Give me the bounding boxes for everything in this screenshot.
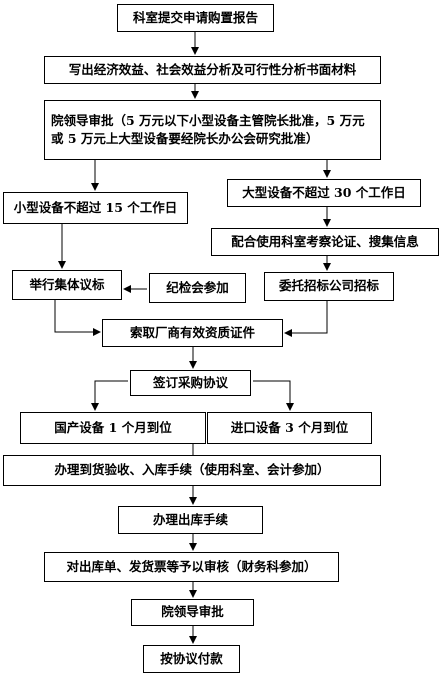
step-outbound-procedure: 办理出库手续 (118, 506, 263, 534)
arrow-s8-s9b (253, 380, 294, 411)
step-entrust-bidding-company: 委托招标公司招标 (264, 272, 394, 301)
step-invoice-audit: 对出库单、发货票等予以审核（财务科参加） (44, 552, 339, 582)
step-survey-collect-info: 配合使用科室考察论证、搜集信息 (211, 228, 439, 256)
step-small-equipment-days: 小型设备不超过 15 个工作日 (3, 192, 188, 224)
arrow-s6a-s7 (54, 300, 101, 336)
step-leader-approval: 院领导审批（5 万元以下小型设备主管院长批准，5 万元或 5 万元上大型设备要经… (44, 100, 381, 160)
step-final-leader-approval: 院领导审批 (131, 599, 254, 626)
arrow-s6b-s7 (284, 301, 328, 337)
step-submit-request: 科室提交申请购置报告 (117, 4, 274, 32)
step-collect-vendor-qualification: 索取厂商有效资质证件 (102, 319, 283, 347)
step-discipline-committee: 纪检会参加 (149, 273, 246, 303)
step-domestic-delivery: 国产设备 1 个月到位 (20, 412, 206, 444)
arrow-s8-s9a (91, 380, 128, 411)
step-import-delivery: 进口设备 3 个月到位 (207, 412, 372, 444)
step-collective-bid-review: 举行集体议标 (12, 270, 122, 300)
step-large-equipment-days: 大型设备不超过 30 个工作日 (227, 179, 421, 207)
step-sign-purchase-agreement: 签订采购协议 (130, 370, 251, 396)
step-acceptance-warehousing: 办理到货验收、入库手续（使用科室、会计参加） (3, 455, 381, 486)
step-feasibility-analysis: 写出经济效益、社会效益分析及可行性分析书面材料 (44, 56, 381, 84)
step-payment: 按协议付款 (143, 645, 240, 673)
